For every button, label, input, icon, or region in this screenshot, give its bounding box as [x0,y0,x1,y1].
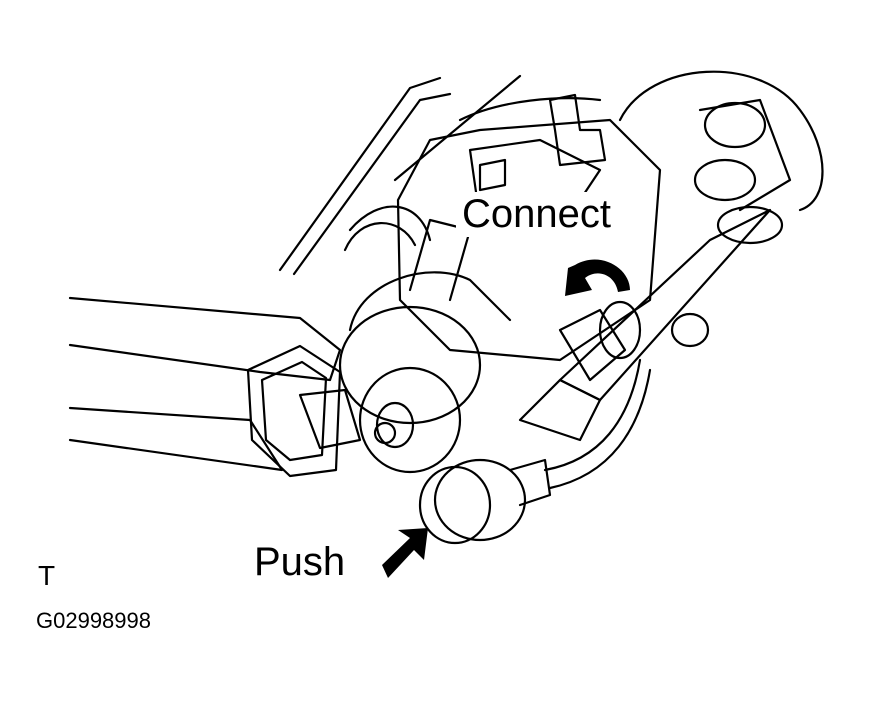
pipe-body [560,210,770,400]
pump-hub [360,368,460,472]
left-ring [350,207,430,240]
clip-tab-inner [480,160,505,190]
clip-tab [550,95,605,165]
pump-hub-inner [377,403,413,447]
pump-cylinder-end [340,307,480,423]
pipe-upper [700,100,790,210]
left-arm-outline [70,298,340,380]
bracket-plate [248,346,340,476]
connect-label: Connect [456,192,617,237]
housing-box [398,120,660,360]
connector-body [520,380,600,440]
pipe-joint-2 [672,314,708,346]
bracket-plate-inner [262,362,326,460]
curved-arrow-icon [565,259,630,296]
pump-bolt [375,423,395,443]
corner-marker: T [38,560,56,591]
hose-line-2 [550,370,650,488]
left-ring-2 [345,223,415,250]
pipe-collar-1 [705,103,765,147]
bracket-tab [300,390,360,448]
figure-id: G02998998 [36,608,151,633]
arrow-up-right-icon [382,528,428,578]
pipe-joint-1 [718,207,782,243]
upper-panel-3 [395,76,520,180]
push-label: Push [254,540,346,584]
pipe-collar-2 [695,160,755,200]
connector-cap [435,460,525,540]
connector-neck [510,460,550,505]
connector-cap-rear [420,467,490,543]
upper-panel-1 [280,78,440,270]
upper-panel-2 [294,94,450,274]
hose-line [545,360,640,470]
connector-clip [560,310,625,380]
pipe-joint-3 [600,302,640,358]
left-arm-lower [70,408,282,470]
top-curve [460,98,600,120]
pump-cylinder-body [350,272,510,330]
housing-rib [410,220,470,300]
top-right-housing [620,72,823,210]
